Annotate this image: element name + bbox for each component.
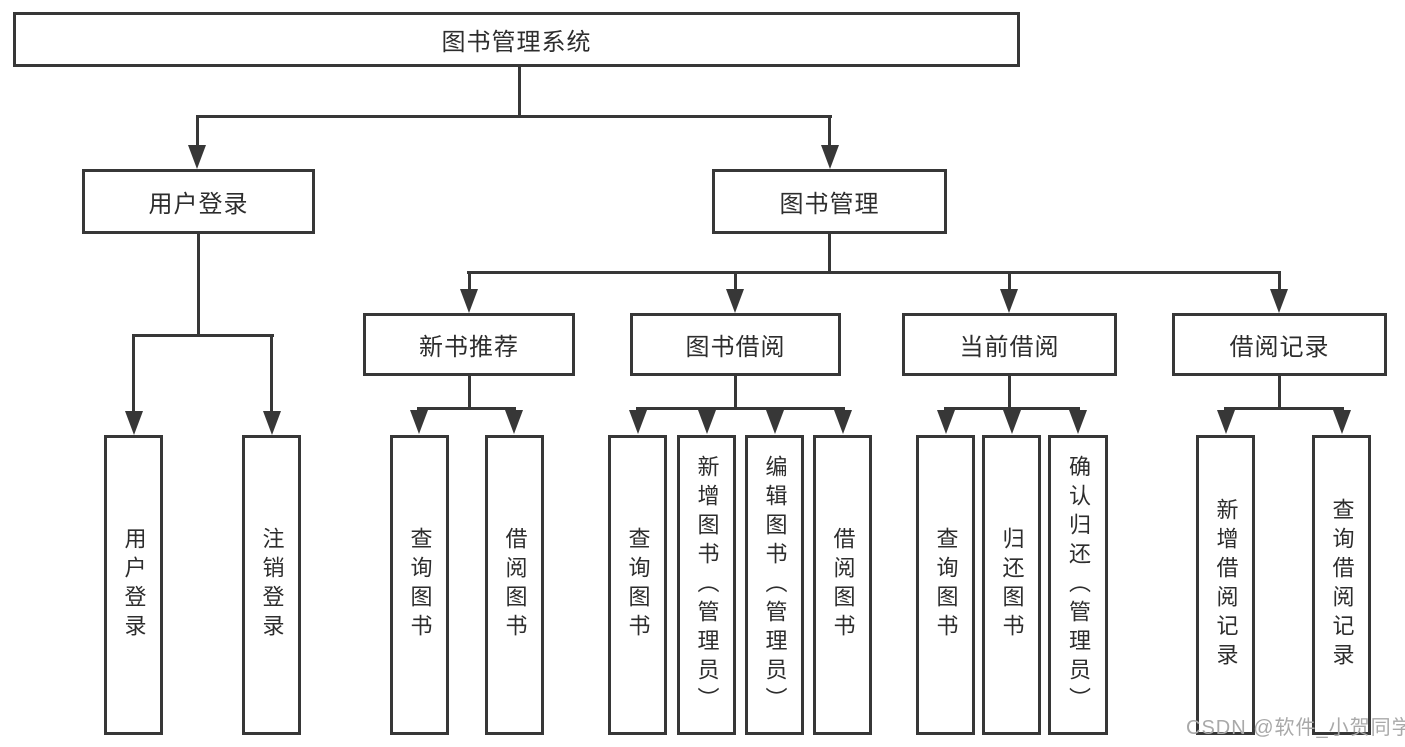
- arrowhead-icon: [505, 410, 523, 434]
- arrowhead-icon: [410, 410, 428, 434]
- arrowhead-icon: [698, 410, 716, 434]
- node-label: 新增图书（管理员）: [694, 454, 720, 716]
- leaf-borrow-books-borrowing: 借阅图书: [813, 435, 872, 735]
- arrowhead-icon: [834, 410, 852, 434]
- connector-line: [1278, 375, 1281, 409]
- node-current-borrowing: 当前借阅: [902, 313, 1117, 376]
- connector-line: [132, 334, 274, 337]
- node-label: 注销登录: [259, 527, 285, 643]
- connector-line: [828, 115, 831, 146]
- arrowhead-icon: [726, 289, 744, 313]
- connector-line: [518, 66, 521, 116]
- arrowhead-icon: [1000, 289, 1018, 313]
- leaf-add-borrow-record: 新增借阅记录: [1196, 435, 1255, 735]
- node-label: 借阅图书: [502, 527, 528, 643]
- arrowhead-icon: [188, 145, 206, 169]
- node-label: 图书借阅: [685, 334, 786, 361]
- connector-line: [417, 407, 516, 410]
- arrowhead-icon: [1333, 410, 1351, 434]
- connector-line: [196, 115, 832, 118]
- node-label: 新增借阅记录: [1213, 498, 1239, 672]
- node-label: 图书管理系统: [441, 29, 592, 56]
- connector-line: [197, 233, 200, 335]
- leaf-user-login: 用户登录: [104, 435, 163, 735]
- connector-line: [468, 271, 471, 290]
- leaf-query-books-recommend: 查询图书: [390, 435, 449, 735]
- leaf-add-books-admin: 新增图书（管理员）: [677, 435, 736, 735]
- arrowhead-icon: [629, 410, 647, 434]
- node-label: 当前借阅: [959, 334, 1060, 361]
- leaf-query-borrow-record: 查询借阅记录: [1312, 435, 1371, 735]
- leaf-confirm-return-admin: 确认归还（管理员）: [1048, 435, 1108, 735]
- node-label: 借阅记录: [1229, 334, 1330, 361]
- node-label: 确认归还（管理员）: [1066, 454, 1091, 716]
- arrowhead-icon: [1003, 410, 1021, 434]
- arrowhead-icon: [1069, 410, 1087, 434]
- node-new-book-recommendation: 新书推荐: [363, 313, 575, 376]
- connector-line: [636, 407, 845, 410]
- node-label: 查询图书: [625, 527, 651, 643]
- connector-line: [1008, 271, 1011, 290]
- node-book-management-system: 图书管理系统: [13, 12, 1020, 67]
- leaf-logout: 注销登录: [242, 435, 301, 735]
- connector-line: [1278, 271, 1281, 290]
- node-user-login: 用户登录: [82, 169, 315, 234]
- node-label: 用户登录: [121, 527, 147, 643]
- connector-line: [944, 407, 1080, 410]
- connector-line: [734, 271, 737, 290]
- connector-line: [196, 115, 199, 146]
- node-label: 用户登录: [148, 191, 249, 218]
- leaf-return-books: 归还图书: [982, 435, 1041, 735]
- node-label: 查询图书: [933, 527, 959, 643]
- arrowhead-icon: [937, 410, 955, 434]
- connector-line: [467, 271, 1281, 274]
- node-book-management: 图书管理: [712, 169, 947, 234]
- arrowhead-icon: [460, 289, 478, 313]
- connector-line: [132, 334, 135, 412]
- leaf-query-books-borrowing: 查询图书: [608, 435, 667, 735]
- node-label: 图书管理: [779, 191, 880, 218]
- arrowhead-icon: [766, 410, 784, 434]
- arrowhead-icon: [263, 411, 281, 435]
- arrowhead-icon: [1217, 410, 1235, 434]
- connector-line: [828, 233, 831, 273]
- arrowhead-icon: [821, 145, 839, 169]
- leaf-query-books-current: 查询图书: [916, 435, 975, 735]
- connector-line: [1224, 407, 1344, 410]
- csdn-watermark: CSDN @软件_小贺同学: [1186, 717, 1405, 739]
- leaf-borrow-books-recommend: 借阅图书: [485, 435, 544, 735]
- arrowhead-icon: [125, 411, 143, 435]
- node-label: 归还图书: [999, 527, 1025, 643]
- connector-line: [468, 375, 471, 409]
- connector-line: [734, 375, 737, 409]
- node-book-borrowing: 图书借阅: [630, 313, 841, 376]
- node-label: 借阅图书: [830, 527, 856, 643]
- leaf-edit-books-admin: 编辑图书（管理员）: [745, 435, 804, 735]
- node-label: 编辑图书（管理员）: [762, 454, 788, 716]
- node-label: 查询借阅记录: [1329, 498, 1355, 672]
- node-borrowing-records: 借阅记录: [1172, 313, 1387, 376]
- node-label: 新书推荐: [419, 334, 519, 361]
- connector-line: [1008, 375, 1011, 409]
- connector-line: [270, 334, 273, 412]
- arrowhead-icon: [1270, 289, 1288, 313]
- node-label: 查询图书: [407, 527, 433, 643]
